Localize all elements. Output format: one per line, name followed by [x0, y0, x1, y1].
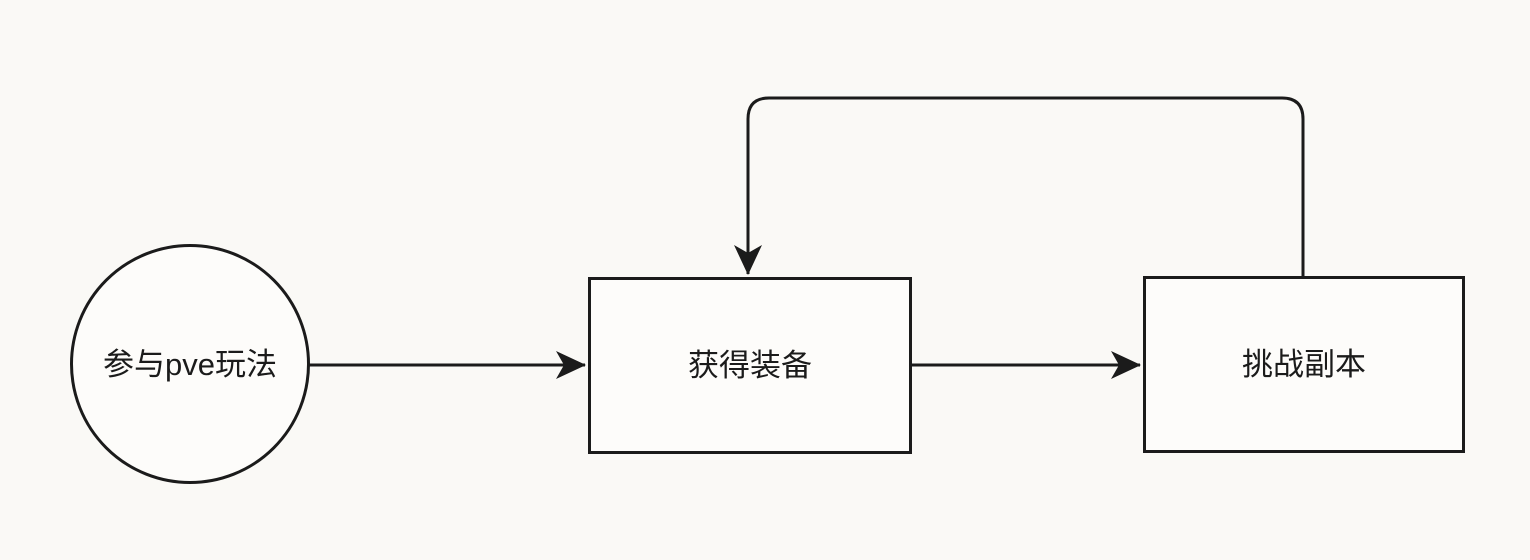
node-challenge-dungeon: 挑战副本 [1143, 276, 1465, 453]
arrow-dungeon-loop-back-to-equipment [734, 96, 1305, 276]
node-participate-pve: 参与pve玩法 [70, 244, 310, 484]
node-obtain-equipment-label: 获得装备 [688, 348, 812, 383]
node-challenge-dungeon-label: 挑战副本 [1242, 347, 1366, 382]
node-obtain-equipment: 获得装备 [588, 277, 912, 454]
node-participate-pve-label: 参与pve玩法 [103, 346, 277, 382]
